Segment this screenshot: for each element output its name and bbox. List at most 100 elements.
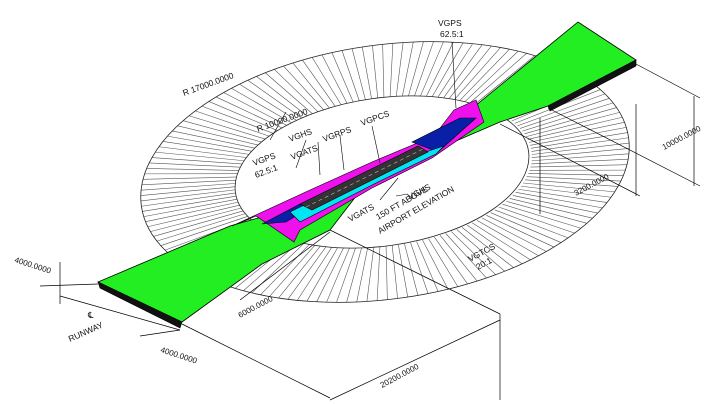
ring-hatch-line (465, 50, 519, 102)
ring-hatch-line (160, 215, 251, 246)
ring-hatch-line (437, 43, 473, 98)
ring-hatch-line (145, 201, 241, 223)
ring-hatch-line (449, 45, 492, 99)
ring-hatch-line (490, 212, 562, 243)
ring-hatch-line (523, 182, 615, 193)
ring-hatch-line (512, 195, 598, 214)
dim-4000-bottom: 4000.0000 (159, 345, 198, 365)
vgps-top-slope: 62.5:1 (440, 29, 464, 39)
ring-hatch-line (531, 142, 630, 155)
ring-hatch-line (385, 246, 388, 300)
ring-hatch-line (470, 53, 527, 103)
dimension-lines (39, 63, 701, 401)
ring-hatch-line (509, 198, 593, 219)
ring-hatch-line (517, 93, 606, 127)
ring-hatch-line (428, 238, 459, 287)
ring-hatch-line (526, 176, 621, 182)
ring-hatch-line (531, 153, 629, 162)
ring-hatch-line (346, 247, 362, 303)
ring-hatch-line (274, 69, 319, 113)
ring-hatch-line (356, 247, 368, 303)
ring-hatch-line (183, 120, 264, 143)
ring-hatch-line (391, 245, 398, 299)
ring-hatch-line (143, 176, 240, 180)
ring-hatch-line (522, 102, 614, 132)
ring-hatch-line (292, 62, 331, 109)
ring-hatch-line (410, 242, 429, 294)
ring-hatch-line (525, 179, 619, 187)
leader-lines (269, 41, 457, 201)
ring-hatch-line (141, 192, 239, 207)
ring-hatch-line (472, 222, 531, 261)
ring-hatch-line (143, 198, 240, 217)
ring-hatch-line (142, 195, 240, 212)
ring-hatch-line (506, 201, 587, 224)
ring-hatch-line (439, 235, 478, 282)
ring-hatch-line (366, 247, 375, 302)
ring-hatch-line (158, 146, 250, 159)
ring-hatch-line (326, 247, 350, 303)
ring-hatch-line (162, 141, 252, 156)
dim-4000-left: 4000.0000 (13, 255, 52, 275)
inner-surface-right (411, 117, 477, 153)
ring-hatch-line (331, 52, 354, 103)
ring-hatch-line (167, 135, 255, 152)
ring-hatch-line (502, 204, 582, 229)
ring-hatch-line (445, 233, 487, 279)
ring-hatch-line (208, 101, 280, 132)
ring-hatch-line (195, 110, 272, 138)
ring-hatch-line (147, 204, 243, 228)
ring-hatch-line (215, 96, 284, 129)
ring-hatch-line (269, 244, 316, 297)
dim-6000: 6000.0000 (237, 294, 275, 320)
runway-label: RUNWAY (67, 320, 105, 344)
ring-hatch-line (518, 188, 608, 203)
ring-hatch-line (528, 173, 624, 176)
ring-hatch-line (434, 236, 468, 285)
ring-hatch-line (422, 239, 449, 290)
ring-hatch-line (515, 192, 603, 209)
ring-hatch-line (247, 79, 303, 120)
ring-hatch-line (432, 42, 464, 97)
ring-hatch-line (140, 186, 239, 196)
ring-hatch-line (498, 206, 575, 234)
outer-radius-ellipse (140, 41, 630, 303)
ring-hatch-line (283, 65, 325, 111)
ring-hatch-line (520, 185, 612, 198)
ring-hatch-line (140, 189, 239, 202)
ring-hatch-line (382, 44, 385, 98)
ring-hatch-line (486, 215, 555, 248)
ring-hatch-line (389, 43, 394, 97)
ring-hatch-line (172, 130, 258, 149)
approach-surface-right-edge (547, 59, 637, 112)
ring-hatch-line (201, 105, 276, 135)
ring-hatch-line (426, 42, 454, 97)
dim-3200: 3200.0000 (573, 172, 611, 198)
ring-hatch-line (402, 41, 414, 97)
ring-hatch-line (530, 164, 627, 168)
ring-hatch-line (475, 55, 536, 104)
ring-hatch-line (531, 148, 630, 158)
ring-hatch-line (177, 125, 261, 146)
ring-hatch-line (149, 162, 244, 168)
ring-hatch-line (494, 209, 569, 239)
ring-hatch-line (526, 112, 620, 137)
ring-hatch-line (306, 247, 338, 302)
ring-hatch-line (527, 116, 623, 140)
ring-hatch-line (530, 132, 628, 149)
dim-10000: 10000.0000 (661, 124, 703, 152)
ring-hatch-line (150, 207, 244, 232)
ring-hatch-line (321, 54, 348, 105)
ring-hatch-line (287, 246, 327, 300)
ring-hatch-line (316, 247, 344, 302)
ring-hatch-line (531, 137, 629, 152)
dim-20200: 20200.0000 (379, 362, 421, 390)
ring-hatch-line (302, 59, 336, 108)
ring-hatch-line (481, 217, 547, 252)
ring-hatch-line (531, 158, 629, 165)
ring-hatch-line (188, 115, 268, 140)
ring-hatch-line (467, 224, 523, 265)
ring-hatch-line (454, 47, 501, 100)
ring-hatch-line (141, 182, 239, 191)
